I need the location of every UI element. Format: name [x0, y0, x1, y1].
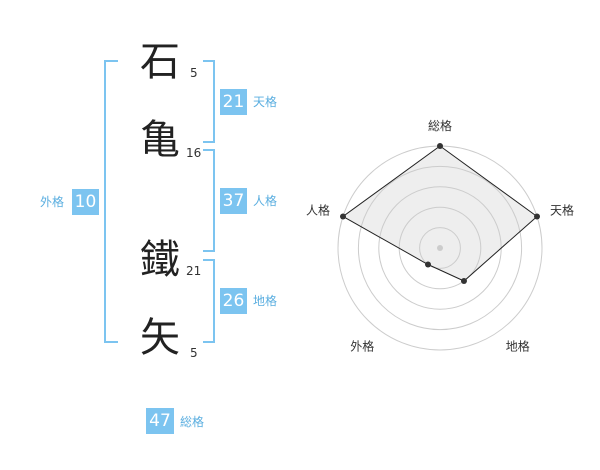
- radar-ring: [357, 165, 523, 331]
- stroke-count-4: 5: [190, 346, 198, 360]
- tenkaku-value: 21: [220, 89, 247, 115]
- chikaku-label: 地格: [253, 294, 278, 308]
- name-char-1: 石: [140, 39, 180, 85]
- radar-axis-label: 天格: [550, 202, 574, 217]
- radar-point: [460, 278, 467, 285]
- chikaku-bracket: [203, 259, 215, 343]
- radar-ring: [419, 227, 461, 269]
- radar-axis-label: 外格: [350, 339, 374, 354]
- gaikaku-value: 10: [72, 189, 99, 215]
- jinkaku-label: 人格: [253, 194, 278, 208]
- name-char-2: 亀: [140, 117, 180, 163]
- radar-point: [339, 213, 346, 220]
- radar-point: [437, 143, 443, 149]
- radar-axis-label: 総格: [428, 118, 452, 133]
- jinkaku-bracket: [203, 149, 215, 252]
- radar-point: [534, 213, 541, 220]
- stroke-count-3: 21: [186, 264, 202, 278]
- gaikaku-label: 外格: [40, 195, 65, 209]
- radar-axis-label: 地格: [506, 339, 530, 354]
- radar-area: [342, 146, 538, 282]
- soukaku-label: 総格: [180, 415, 205, 429]
- name-char-4: 矢: [140, 315, 180, 361]
- stroke-count-1: 5: [190, 66, 198, 80]
- stroke-count-2: 16: [186, 146, 202, 160]
- chikaku-value: 26: [220, 288, 247, 314]
- tenkaku-label: 天格: [253, 95, 278, 109]
- radar-center: [437, 245, 443, 251]
- name-char-3: 鐵: [140, 237, 180, 283]
- soukaku-value: 47: [146, 408, 174, 434]
- radar-axis-label: 人格: [306, 202, 330, 217]
- tenkaku-bracket: [203, 60, 215, 143]
- gaikaku-bracket: [104, 60, 118, 343]
- radar-outline: [342, 145, 538, 282]
- radar-point: [425, 261, 432, 268]
- jinkaku-value: 37: [220, 188, 247, 214]
